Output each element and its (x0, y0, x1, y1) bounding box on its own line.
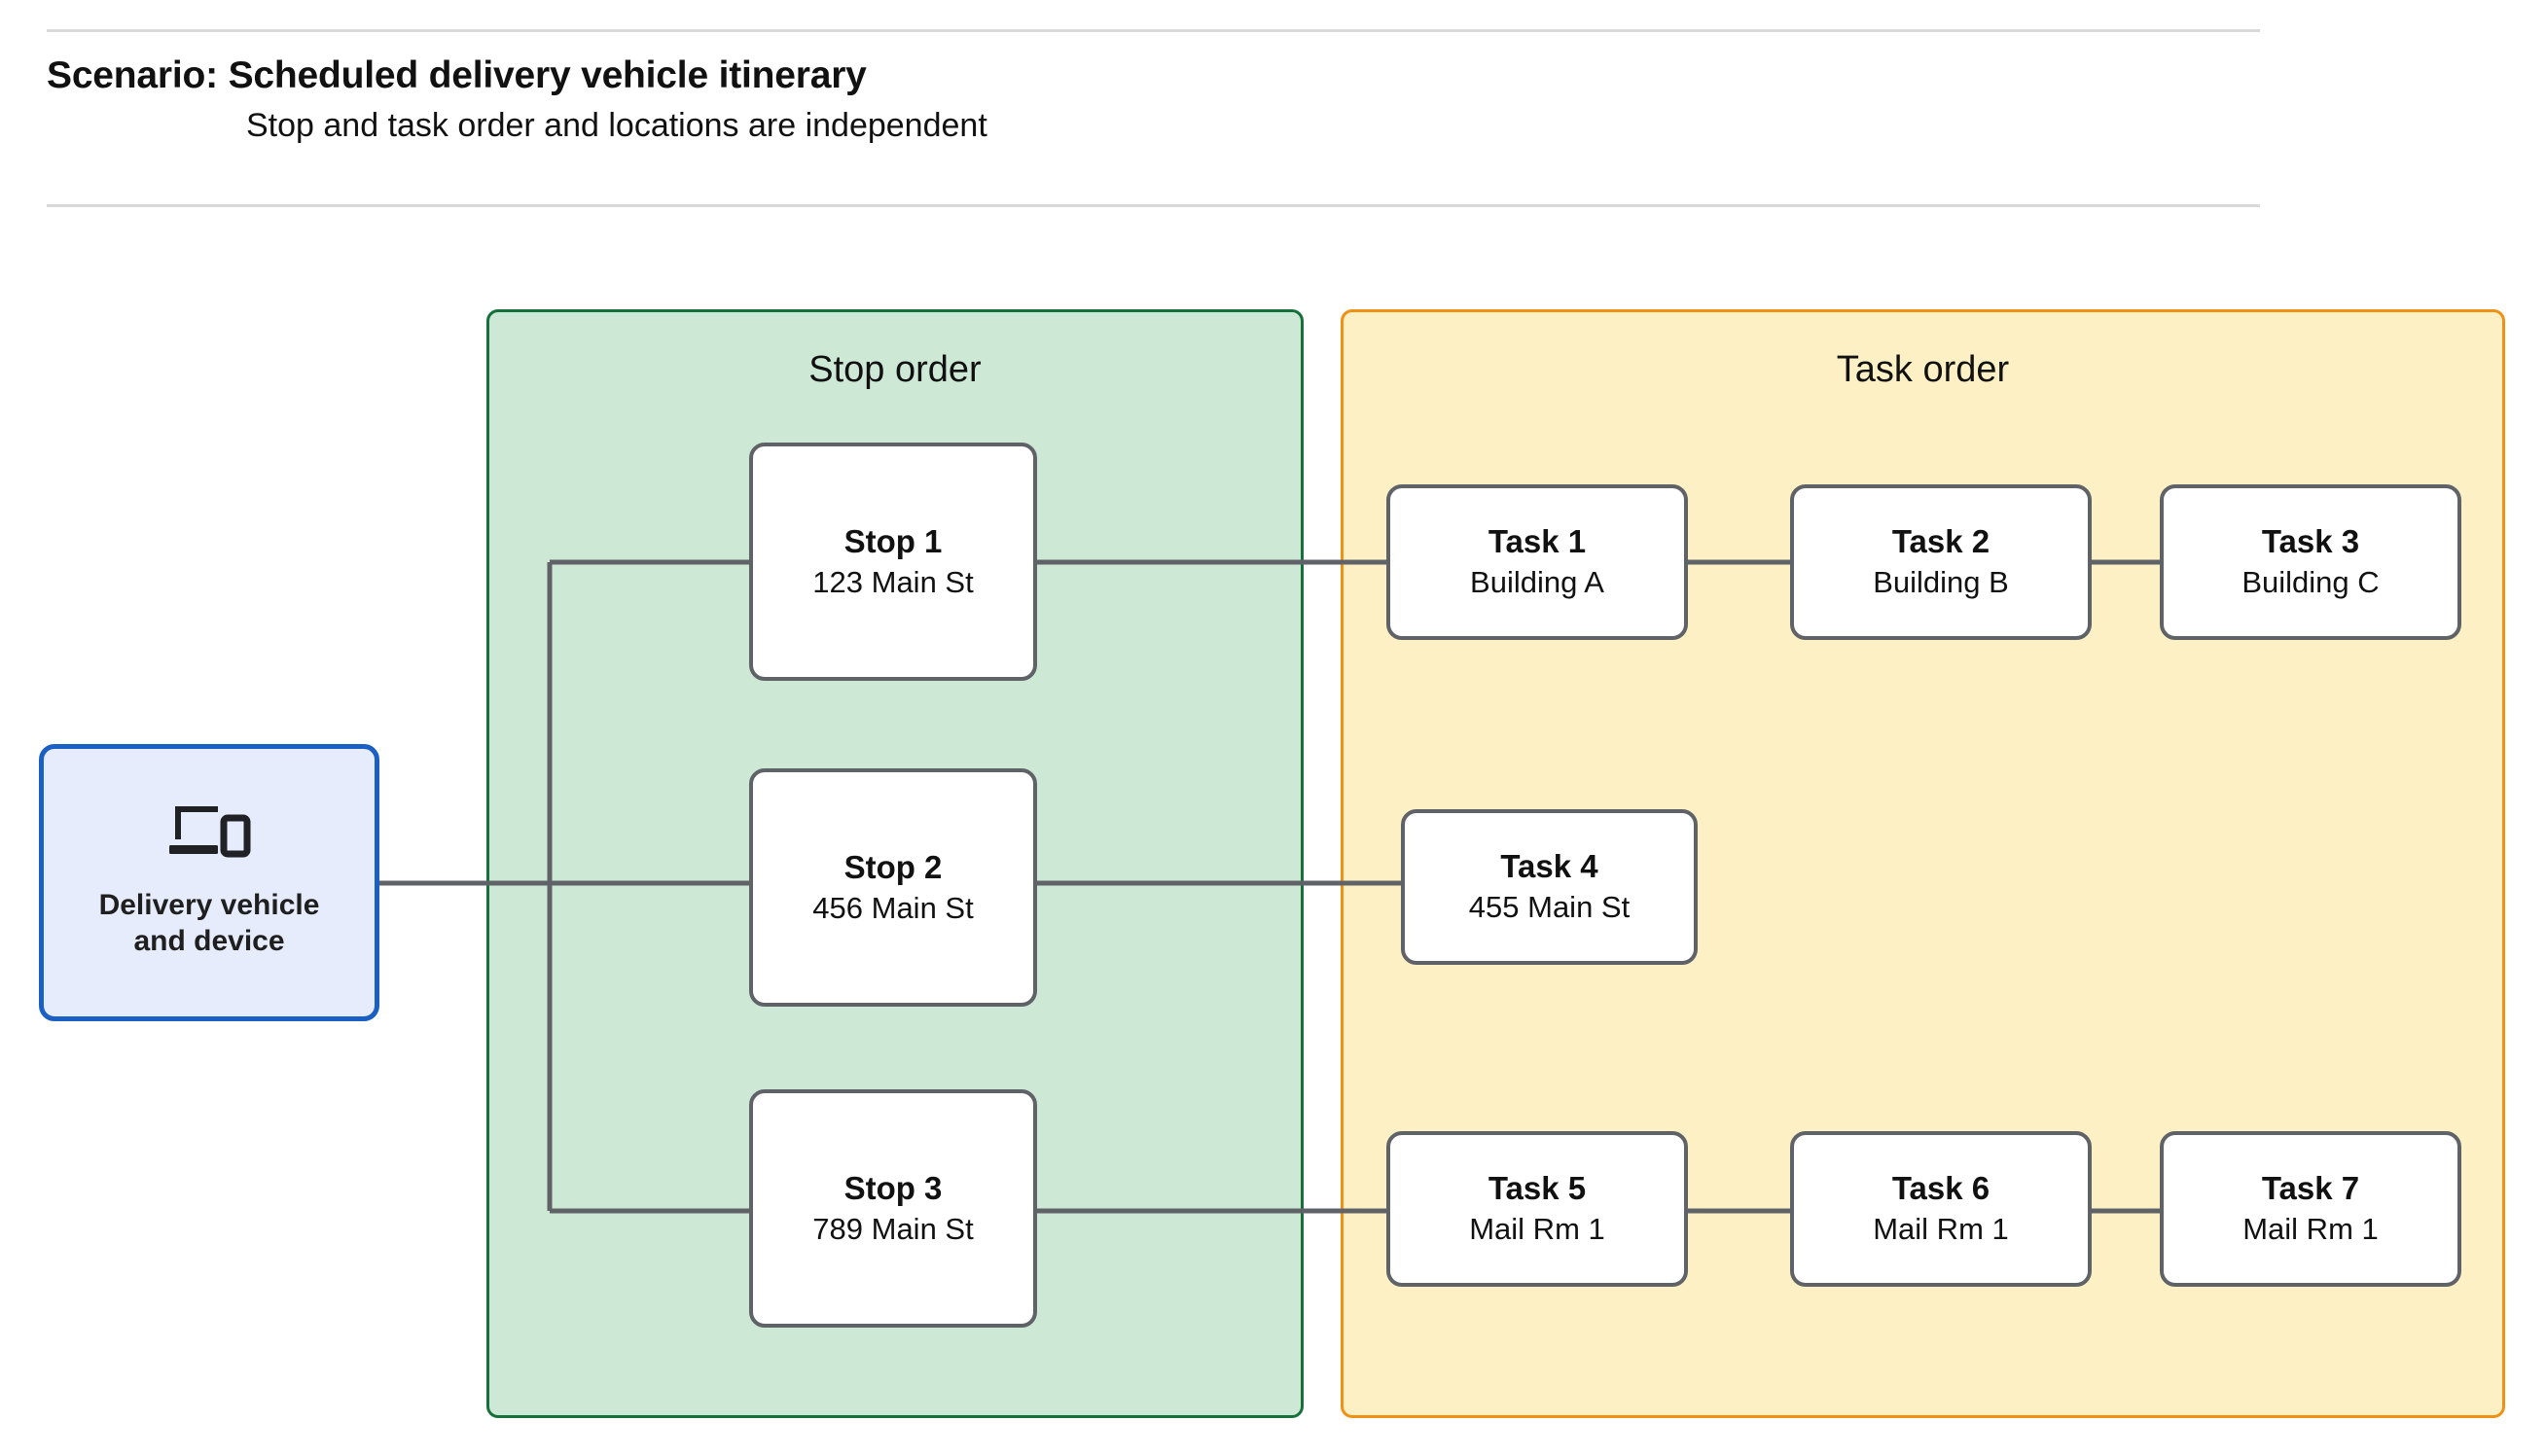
task-card-2[interactable]: Task 2 Building B (1790, 484, 2092, 640)
header-divider-bottom (47, 204, 2260, 207)
task-card-title: Task 2 (1891, 523, 1990, 560)
task-card-6[interactable]: Task 6 Mail Rm 1 (1790, 1131, 2092, 1287)
task-card-location: Building A (1470, 565, 1604, 600)
stop-card-location: 789 Main St (812, 1211, 974, 1246)
stop-card-title: Stop 2 (843, 848, 943, 885)
task-card-4[interactable]: Task 4 455 Main St (1401, 809, 1698, 965)
task-card-title: Task 1 (1488, 523, 1587, 560)
task-card-location: Mail Rm 1 (1469, 1212, 1605, 1247)
task-card-title: Task 3 (2261, 523, 2360, 560)
task-card-title: Task 5 (1488, 1170, 1587, 1207)
task-card-3[interactable]: Task 3 Building C (2160, 484, 2461, 640)
stop-card-location: 123 Main St (812, 564, 974, 599)
task-card-1[interactable]: Task 1 Building A (1386, 484, 1688, 640)
devices-icon (169, 805, 251, 858)
stop-card-title: Stop 3 (843, 1169, 943, 1206)
task-card-title: Task 7 (2261, 1170, 2360, 1207)
stop-card-title: Stop 1 (843, 522, 943, 559)
stop-card-location: 456 Main St (812, 890, 974, 925)
stop-card-1[interactable]: Stop 1 123 Main St (749, 443, 1037, 681)
task-card-location: Building B (1873, 565, 2009, 600)
device-node-label: Delivery vehicle and device (98, 888, 320, 957)
delivery-vehicle-and-device-node[interactable]: Delivery vehicle and device (39, 744, 379, 1021)
task-card-title: Task 4 (1500, 848, 1598, 885)
task-order-panel-title: Task order (1836, 349, 2010, 390)
task-card-location: Mail Rm 1 (1873, 1212, 2009, 1247)
task-card-location: Building C (2241, 565, 2380, 600)
page-subtitle: Stop and task order and locations are in… (246, 106, 987, 144)
stop-card-2[interactable]: Stop 2 456 Main St (749, 768, 1037, 1007)
stop-card-3[interactable]: Stop 3 789 Main St (749, 1089, 1037, 1328)
stop-order-panel-title: Stop order (808, 349, 982, 390)
header-block: Scenario: Scheduled delivery vehicle iti… (47, 54, 2284, 145)
task-card-location: Mail Rm 1 (2242, 1212, 2379, 1247)
task-card-location: 455 Main St (1468, 890, 1631, 925)
header-divider-top (47, 29, 2260, 32)
task-card-title: Task 6 (1891, 1170, 1990, 1207)
task-card-5[interactable]: Task 5 Mail Rm 1 (1386, 1131, 1688, 1287)
page-title: Scenario: Scheduled delivery vehicle iti… (47, 54, 867, 96)
task-card-7[interactable]: Task 7 Mail Rm 1 (2160, 1131, 2461, 1287)
